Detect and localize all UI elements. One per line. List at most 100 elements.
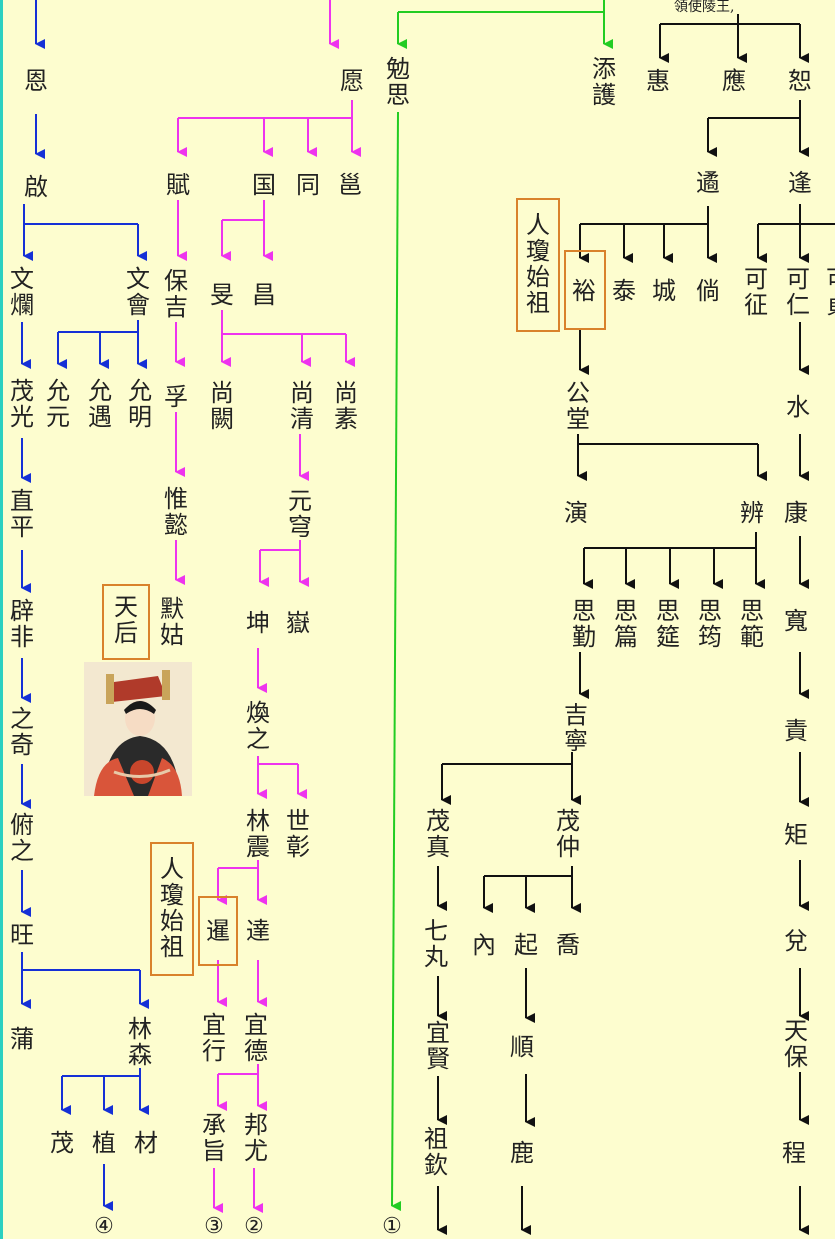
person-kezheng: 可征	[744, 265, 768, 319]
person-shui: 水	[786, 393, 810, 421]
person-yuan: 愿	[340, 67, 364, 95]
person-weiyi: 惟懿	[164, 485, 188, 539]
person-tianbao: 天保	[784, 1017, 808, 1071]
person-yu: 裕	[572, 277, 596, 305]
person-fu: 賦	[166, 171, 190, 199]
person-fu2: 孚	[164, 383, 188, 411]
person-qiao: 喬	[556, 931, 580, 959]
top-note: 領使陵王,	[674, 0, 735, 15]
person-siyan: 思筵	[656, 597, 680, 651]
person-chang: 倘	[696, 277, 720, 305]
person-yan: 演	[564, 499, 588, 527]
person-wang: 旺	[10, 921, 34, 949]
person-bangyou: 邦尤	[244, 1111, 268, 1165]
person-qijiu: 七丸	[424, 917, 448, 971]
person-shun: 順	[510, 1033, 534, 1061]
continuation-mark-3: ③	[204, 1214, 224, 1239]
person-zhiping: 直平	[10, 487, 34, 541]
person-linzhen: 林震	[246, 807, 270, 861]
person-gongtang: 公堂	[566, 379, 590, 433]
person-yunyu: 允遇	[88, 377, 112, 431]
continuation-mark-4: ④	[94, 1214, 114, 1239]
empress-box	[102, 584, 150, 660]
person-cheng: 城	[652, 277, 676, 305]
person-baoji: 保吉	[164, 267, 188, 321]
person-hao: 昌	[252, 281, 276, 309]
person-ke3: 可貞	[825, 266, 835, 318]
ancestor-label-right: 人瓊始祖	[526, 211, 550, 317]
person-xian: 暹	[206, 917, 230, 945]
person-maoguang: 茂光	[10, 377, 34, 431]
person-feng: 逢	[788, 169, 812, 197]
person-pifei: 辟非	[10, 597, 34, 651]
person-mao: 茂	[50, 1129, 74, 1157]
person-shangque: 尚闕	[210, 379, 234, 433]
person-yu2: 遹	[696, 169, 720, 197]
person-yide: 宜德	[244, 1011, 268, 1065]
person-cheng2: 程	[782, 1139, 806, 1167]
person-yue: 嶽	[286, 609, 310, 637]
person-maozhong: 茂仲	[556, 807, 580, 861]
person-keren: 可仁	[786, 265, 810, 319]
person-mogu: 默姑	[160, 595, 184, 649]
person-dui: 兌	[784, 927, 808, 955]
person-sijun: 思筠	[698, 597, 722, 651]
person-huanzhi: 煥之	[246, 699, 270, 753]
continuation-mark-1: ①	[382, 1214, 402, 1239]
person-en: 恩	[24, 67, 48, 95]
person-kun: 坤	[246, 609, 270, 637]
person-tai: 泰	[612, 277, 636, 305]
person-yixian: 宜賢	[426, 1019, 450, 1073]
person-zhi: 植	[92, 1129, 116, 1157]
person-zuqin: 祖欽	[424, 1125, 448, 1179]
ancestor-box-right	[516, 198, 560, 332]
person-yi: 邕	[338, 171, 362, 199]
person-sifan: 思範	[740, 597, 764, 651]
person-pu: 蒲	[10, 1025, 34, 1053]
person-lu: 鹿	[510, 1139, 534, 1167]
person-yixing: 宜行	[202, 1011, 226, 1065]
person-zhiqi: 之奇	[10, 705, 34, 759]
ancestor-box-left	[150, 842, 194, 976]
person-siqin: 思勤	[572, 597, 596, 651]
person-da: 達	[246, 917, 270, 945]
empress-label: 天后	[114, 593, 138, 647]
person-kuan: 寬	[784, 607, 808, 635]
person-tianhu: 添護	[592, 55, 616, 109]
empress-portrait-image	[84, 662, 192, 796]
ancestor-label-left: 人瓊始祖	[160, 855, 184, 961]
person-maozhen: 茂真	[426, 807, 450, 861]
person-yunming: 允明	[128, 377, 152, 431]
person-qi2: 起	[514, 931, 538, 959]
person-shizhang: 世彰	[286, 807, 310, 861]
person-bian: 辨	[740, 499, 764, 527]
person-cai: 材	[134, 1129, 158, 1157]
person-linsen: 林森	[128, 1015, 152, 1069]
person-fuzhi: 俯之	[10, 811, 34, 865]
person-nei: 內	[472, 931, 496, 959]
person-min: 旻	[210, 281, 234, 309]
xian-highlight-box	[198, 896, 238, 966]
person-yunyuan: 允元	[46, 377, 70, 431]
person-sipian: 思篇	[614, 597, 638, 651]
person-shangsu: 尚素	[334, 379, 358, 433]
person-yuanqiong: 元穹	[288, 487, 312, 541]
person-tong: 同	[296, 171, 320, 199]
person-ying: 應	[722, 67, 746, 95]
yu-highlight-box	[564, 250, 606, 330]
person-ju: 矩	[784, 821, 808, 849]
person-jining: 吉寧	[564, 701, 588, 755]
person-shangqing: 尚清	[290, 379, 314, 433]
person-wenhui: 文會	[126, 265, 150, 319]
person-guo: 国	[252, 171, 276, 199]
person-shu: 恕	[788, 67, 812, 95]
person-qi: 啟	[24, 173, 48, 201]
person-chengzhi: 承旨	[202, 1111, 226, 1165]
continuation-mark-2: ②	[244, 1214, 264, 1239]
person-hui: 惠	[646, 67, 670, 95]
person-wenlan: 文爛	[10, 265, 34, 319]
person-kang: 康	[784, 499, 808, 527]
person-ze: 責	[784, 717, 808, 745]
person-miansi: 勉思	[386, 55, 410, 109]
